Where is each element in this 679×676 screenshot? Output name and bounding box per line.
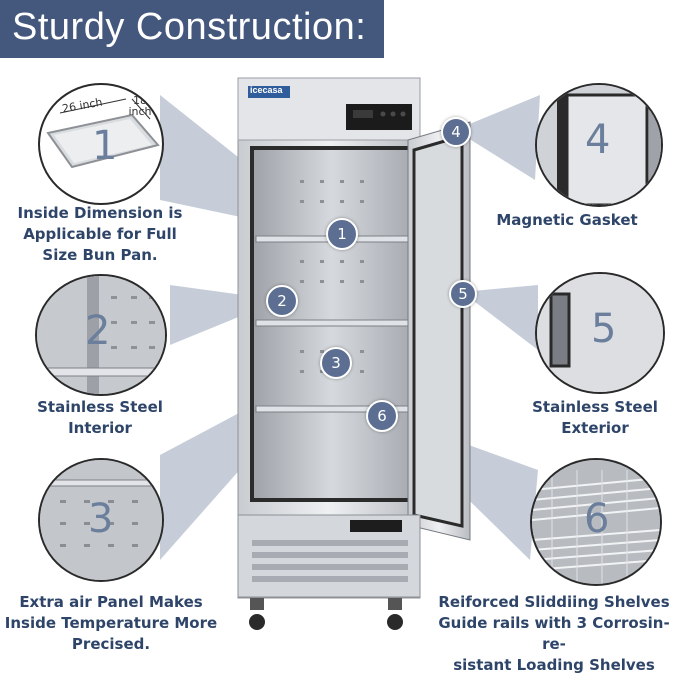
big-number-4: 4: [585, 117, 611, 163]
interior-image: [37, 276, 165, 394]
badge-2: 2: [266, 285, 298, 317]
badge-1: 1: [326, 218, 358, 250]
detail-circle-exterior: 5: [535, 272, 665, 394]
detail-circle-air-panel: 3: [38, 458, 164, 582]
feature-label-6: Reiforced Sliddiing Shelves Guide rails …: [438, 593, 670, 674]
air-panel-vents: [300, 180, 364, 373]
connector-beam-5: [462, 285, 538, 350]
detail-circle-bun-pan: 26 inch 18 inch 1: [38, 83, 164, 205]
detail-circle-shelves: 6: [530, 458, 662, 586]
bun-pan-image: [46, 98, 160, 169]
detail-circle-gasket: 4: [535, 83, 663, 207]
caster-left: [250, 598, 264, 610]
big-number-3: 3: [88, 496, 114, 542]
badge-5: 5: [449, 280, 477, 308]
big-number-1: 1: [92, 123, 118, 169]
air-panel-image: [40, 460, 162, 580]
badge-4: 4: [441, 117, 471, 147]
door-glass: [412, 134, 464, 528]
wire-shelves-image: [532, 460, 660, 584]
page-title: Sturdy Construction:: [12, 6, 367, 48]
refrigerator-illustration: [160, 77, 540, 630]
feature-label-4: Magnetic Gasket: [496, 211, 638, 229]
gasket-image: [537, 85, 661, 205]
feature-label-5: Stainless Steel Exterior: [532, 398, 658, 437]
big-number-2: 2: [85, 308, 111, 354]
feature-label-2: Stainless Steel Interior: [37, 398, 163, 437]
badge-3: 3: [320, 347, 352, 379]
title-banner: Sturdy Construction:: [0, 0, 384, 58]
big-number-5: 5: [591, 306, 617, 352]
detail-circle-interior: 2: [35, 274, 167, 396]
pan-depth-label: 18 inch: [128, 94, 152, 118]
brand-logo: icecasa: [250, 85, 283, 95]
feature-label-3: Extra air Panel Makes Inside Temperature…: [4, 593, 218, 653]
switch-panel: [350, 520, 402, 532]
badge-6: 6: [366, 400, 398, 432]
grille-louvers: [252, 540, 408, 582]
logo-plate: [248, 86, 290, 98]
feature-label-1: Inside Dimension is Applicable for Full …: [17, 204, 183, 264]
big-number-6: 6: [584, 496, 610, 542]
exterior-handle-image: [537, 274, 663, 392]
shelf-middle: [255, 319, 409, 327]
connector-beam-4: [455, 95, 540, 180]
caster-right: [388, 598, 402, 610]
